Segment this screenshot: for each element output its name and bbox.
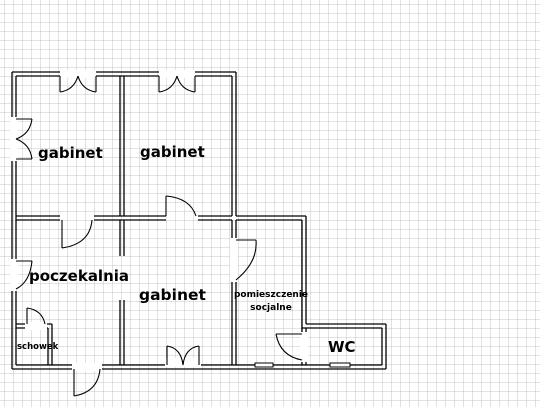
door-gabinet-2-top	[158, 75, 196, 93]
door-entrance	[73, 368, 101, 397]
door-schowek	[26, 307, 46, 325]
room-label-gabinet-1: gabinet	[38, 144, 103, 162]
door-gabinet-1-top	[59, 75, 97, 93]
room-label-wc: WC	[328, 338, 356, 356]
wall-markers	[254, 362, 351, 368]
door-poczekalnia-top	[61, 219, 93, 249]
door-gabinet-2-bottom	[165, 195, 197, 217]
room-label-gabinet-3: gabinet	[139, 286, 207, 304]
room-label-schowek: schowek	[17, 342, 59, 352]
door-wc	[275, 333, 303, 361]
room-label-poczekalnia: poczekalnia	[29, 267, 129, 285]
door-poczekalnia-left	[15, 260, 33, 290]
room-label-gabinet-2: gabinet	[140, 143, 205, 161]
room-label-socjalne: socjalne	[250, 303, 292, 313]
room-label-pomieszczenie: pomieszczenie	[234, 290, 308, 300]
doors	[15, 75, 303, 397]
door-gabinet-1-left	[15, 118, 33, 160]
door-gabinet-3-bottom	[166, 345, 200, 366]
door-pomieszczenie-socjalne	[235, 239, 257, 281]
